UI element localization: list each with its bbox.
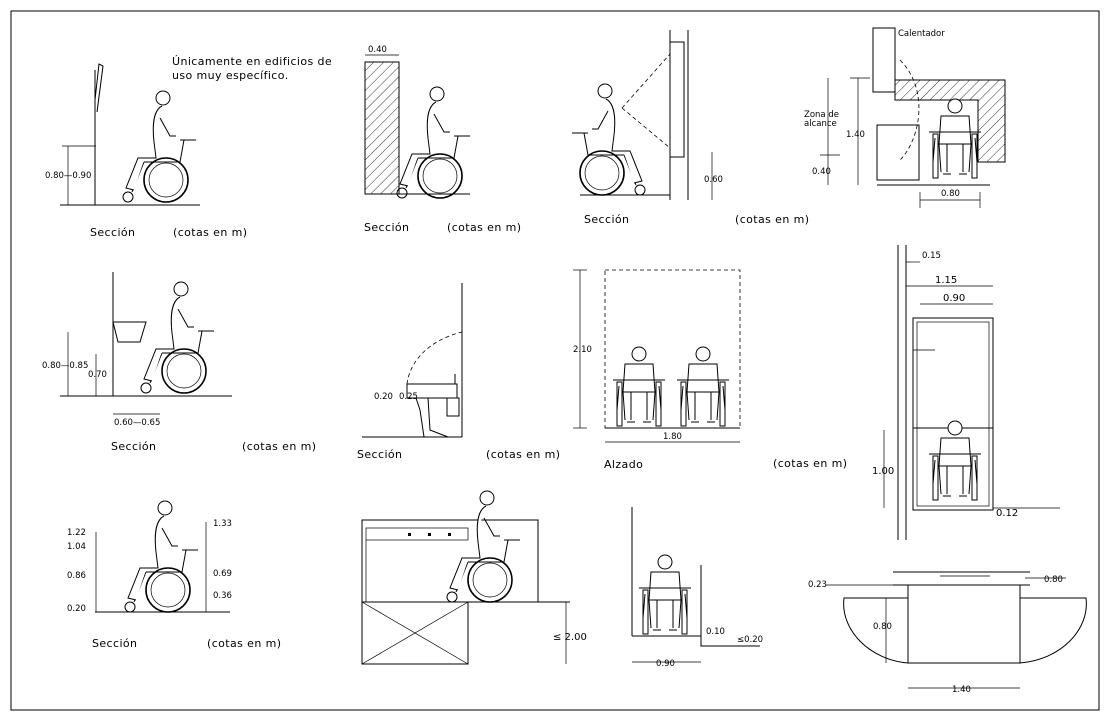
dim-label: 1.33 — [213, 519, 232, 529]
section-label: Sección — [92, 637, 137, 650]
dim-label: 1.80 — [663, 432, 682, 442]
heater-label: Calentador — [898, 29, 945, 39]
dim-label: 0.80 — [941, 189, 960, 199]
dim-label: 0.86 — [67, 571, 86, 581]
units-note: (cotas en m) — [773, 457, 847, 470]
dim-label: 2.10 — [573, 345, 592, 355]
dim-label: 0.20 — [67, 604, 86, 614]
dim-label: ≤0.20 — [737, 635, 763, 645]
zone-label: Zona de — [804, 110, 839, 120]
section-label: Sección — [584, 213, 629, 226]
dim-label: 0.60—0.65 — [114, 418, 160, 428]
detail-elevator-plan: 0.23 0.80 0.80 1.40 — [808, 571, 1087, 695]
elevation-label: Alzado — [604, 458, 643, 471]
zone-label: alcance — [804, 119, 837, 129]
dim-label: 1.22 — [67, 528, 86, 538]
dim-label: 0.90 — [656, 659, 675, 669]
units-note: (cotas en m) — [242, 440, 316, 453]
dim-label: 0.12 — [996, 508, 1018, 519]
section-label: Sección — [111, 440, 156, 453]
detail-mirror: 0.60 Sección (cotas en m) — [571, 30, 809, 226]
dim-label: 0.90 — [943, 293, 965, 304]
dim-label: 0.40 — [368, 45, 387, 55]
dim-label: 0.60 — [704, 175, 723, 185]
dim-label: 1.40 — [952, 685, 971, 695]
dim-label: ≤ 2.00 — [553, 632, 587, 643]
detail-elevation: 2.10 1.80 Alzado (cotas en m) — [573, 269, 847, 471]
section-label: Sección — [364, 221, 409, 234]
section-label: Sección — [357, 448, 402, 461]
note-specific-use: uso muy específico. — [172, 69, 289, 82]
dim-label: 0.69 — [213, 569, 232, 579]
units-note: (cotas en m) — [447, 221, 521, 234]
dim-label: 0.20 — [374, 392, 393, 402]
dim-label: 1.00 — [872, 466, 894, 477]
dim-label: 0.80 — [1044, 575, 1063, 585]
detail-reach-heights: 1.22 1.04 0.86 0.20 1.33 0.69 0.36 Secci… — [67, 500, 281, 650]
units-note: (cotas en m) — [735, 213, 809, 226]
dim-label: 0.80—0.85 — [42, 361, 88, 371]
dim-label: 0.36 — [213, 591, 232, 601]
dim-label: 0.80 — [873, 622, 892, 632]
units-note: (cotas en m) — [173, 226, 247, 239]
detail-shower-step: 0.90 0.10 ≤0.20 — [631, 507, 763, 669]
dim-label: 1.40 — [846, 130, 865, 140]
detail-reach-zone: Calentador 1.40 0.40 Zona de alcance 0.8… — [804, 27, 1006, 208]
detail-counter-storage: ≤ 2.00 — [361, 490, 587, 665]
detail-washbasin: 0.80—0.85 0.70 0.60—0.65 Sección (cotas … — [42, 272, 316, 453]
detail-wall-reach: 0.80—0.90 Sección (cotas en m) Únicament… — [45, 55, 332, 239]
units-note: (cotas en m) — [207, 637, 281, 650]
dim-label: 0.70 — [88, 370, 107, 380]
dim-label: 1.04 — [67, 542, 86, 552]
dim-label: 1.15 — [935, 275, 957, 286]
section-label: Sección — [90, 226, 135, 239]
dim-label: 0.80—0.90 — [45, 171, 91, 181]
sheet-frame — [10, 10, 1100, 711]
units-note: (cotas en m) — [486, 448, 560, 461]
dim-label: 0.15 — [922, 251, 941, 261]
detail-toilet: 0.20 0.25 Sección (cotas en m) — [357, 283, 560, 461]
detail-wall-recess: 0.40 Sección (cotas en m) — [364, 45, 521, 234]
dim-label: 0.23 — [808, 580, 827, 590]
dim-label: 0.10 — [706, 627, 725, 637]
dim-label: 0.25 — [399, 392, 418, 402]
dim-label: 0.40 — [812, 167, 831, 177]
detail-elevator-section: 0.15 1.15 0.90 1.00 0.12 — [872, 245, 1060, 540]
note-specific-use: Únicamente en edificios de — [172, 55, 332, 68]
